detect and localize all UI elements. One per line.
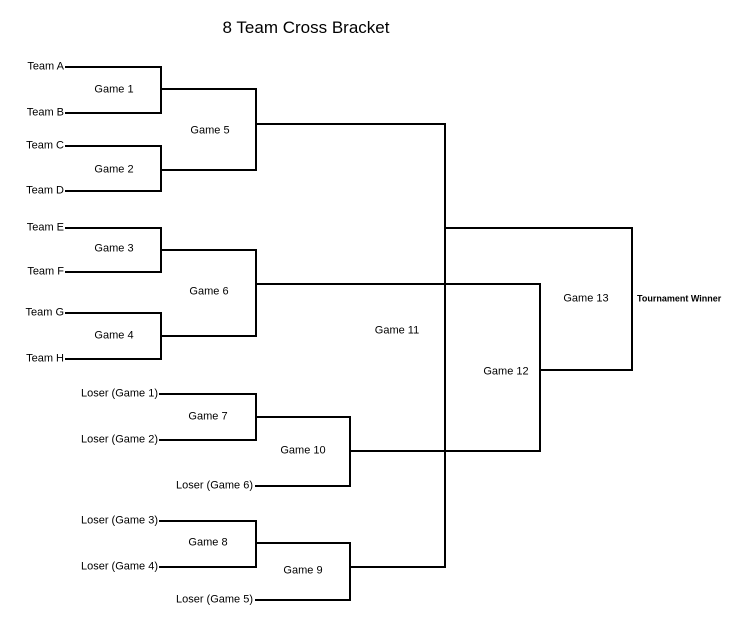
game-4-label: Game 4 xyxy=(94,329,134,342)
team-d-line xyxy=(65,190,162,192)
loser-game-2-line xyxy=(159,439,257,441)
game-10-label: Game 10 xyxy=(280,444,326,457)
tournament-winner-label: Tournament Winner xyxy=(637,293,722,304)
loser-game-4-line xyxy=(159,566,257,568)
game-9-bracket-line xyxy=(349,542,351,601)
team-e-line xyxy=(65,227,162,229)
game-11-bracket-line xyxy=(444,123,446,568)
team-b-line xyxy=(65,112,162,114)
team-b-label: Team B xyxy=(26,106,64,119)
game-13-label: Game 13 xyxy=(563,292,609,305)
game-7-winner-line xyxy=(255,416,351,418)
team-h-line xyxy=(65,358,162,360)
loser-game-1-line xyxy=(159,393,257,395)
game-11-label: Game 11 xyxy=(374,324,420,337)
game-10-bracket-line xyxy=(349,416,351,487)
team-f-label: Team F xyxy=(27,265,64,278)
loser-game-5-label: Loser (Game 5) xyxy=(175,593,253,606)
game-12-label: Game 12 xyxy=(483,365,529,378)
loser-game-5-line xyxy=(255,599,351,601)
game-3-label: Game 3 xyxy=(94,242,134,255)
team-a-label: Team A xyxy=(27,60,64,73)
loser-game-3-line xyxy=(159,520,257,522)
game-12-winner-line xyxy=(539,369,633,371)
game-1-label: Game 1 xyxy=(94,83,134,96)
team-g-label: Team G xyxy=(25,306,64,319)
team-a-line xyxy=(65,66,162,68)
team-d-label: Team D xyxy=(26,184,64,197)
game-6-bracket-line xyxy=(255,249,257,337)
game-3-winner-line xyxy=(160,249,257,251)
loser-game-3-label: Loser (Game 3) xyxy=(80,514,158,527)
team-h-label: Team H xyxy=(26,352,64,365)
page-title: 8 Team Cross Bracket xyxy=(222,18,390,37)
game-6-label: Game 6 xyxy=(189,285,229,298)
game-9-winner-line xyxy=(349,566,446,568)
game-2-winner-line xyxy=(160,169,257,171)
game-8-winner-line xyxy=(255,542,351,544)
team-g-line xyxy=(65,312,162,314)
game-9-label: Game 9 xyxy=(283,564,323,577)
game-8-label: Game 8 xyxy=(188,536,228,549)
game-4-winner-line xyxy=(160,335,257,337)
game-2-label: Game 2 xyxy=(94,163,134,176)
loser-game-6-label: Loser (Game 6) xyxy=(175,479,253,492)
game-13-bracket-line xyxy=(631,227,633,371)
loser-game-2-label: Loser (Game 2) xyxy=(80,433,158,446)
loser-game-6-line xyxy=(255,485,351,487)
game-5-bracket-line xyxy=(255,88,257,171)
team-e-label: Team E xyxy=(26,221,64,234)
game-2-bracket-line xyxy=(160,145,162,192)
team-f-line xyxy=(65,271,162,273)
loser-game-4-label: Loser (Game 4) xyxy=(80,560,158,573)
game-1-winner-line xyxy=(160,88,257,90)
game-7-bracket-line xyxy=(255,393,257,441)
game-3-bracket-line xyxy=(160,227,162,273)
game-6-winner-line xyxy=(255,283,541,285)
game-5-winner-line xyxy=(255,123,446,125)
game-7-label: Game 7 xyxy=(188,410,228,423)
game-5-label: Game 5 xyxy=(190,124,230,137)
team-c-line xyxy=(65,145,162,147)
game-4-bracket-line xyxy=(160,312,162,360)
team-c-label: Team C xyxy=(26,139,64,152)
game-8-bracket-line xyxy=(255,520,257,568)
game-11-winner-line xyxy=(444,227,633,229)
game-12-bracket-line xyxy=(539,283,541,452)
game-1-bracket-line xyxy=(160,66,162,114)
loser-game-1-label: Loser (Game 1) xyxy=(80,387,158,400)
